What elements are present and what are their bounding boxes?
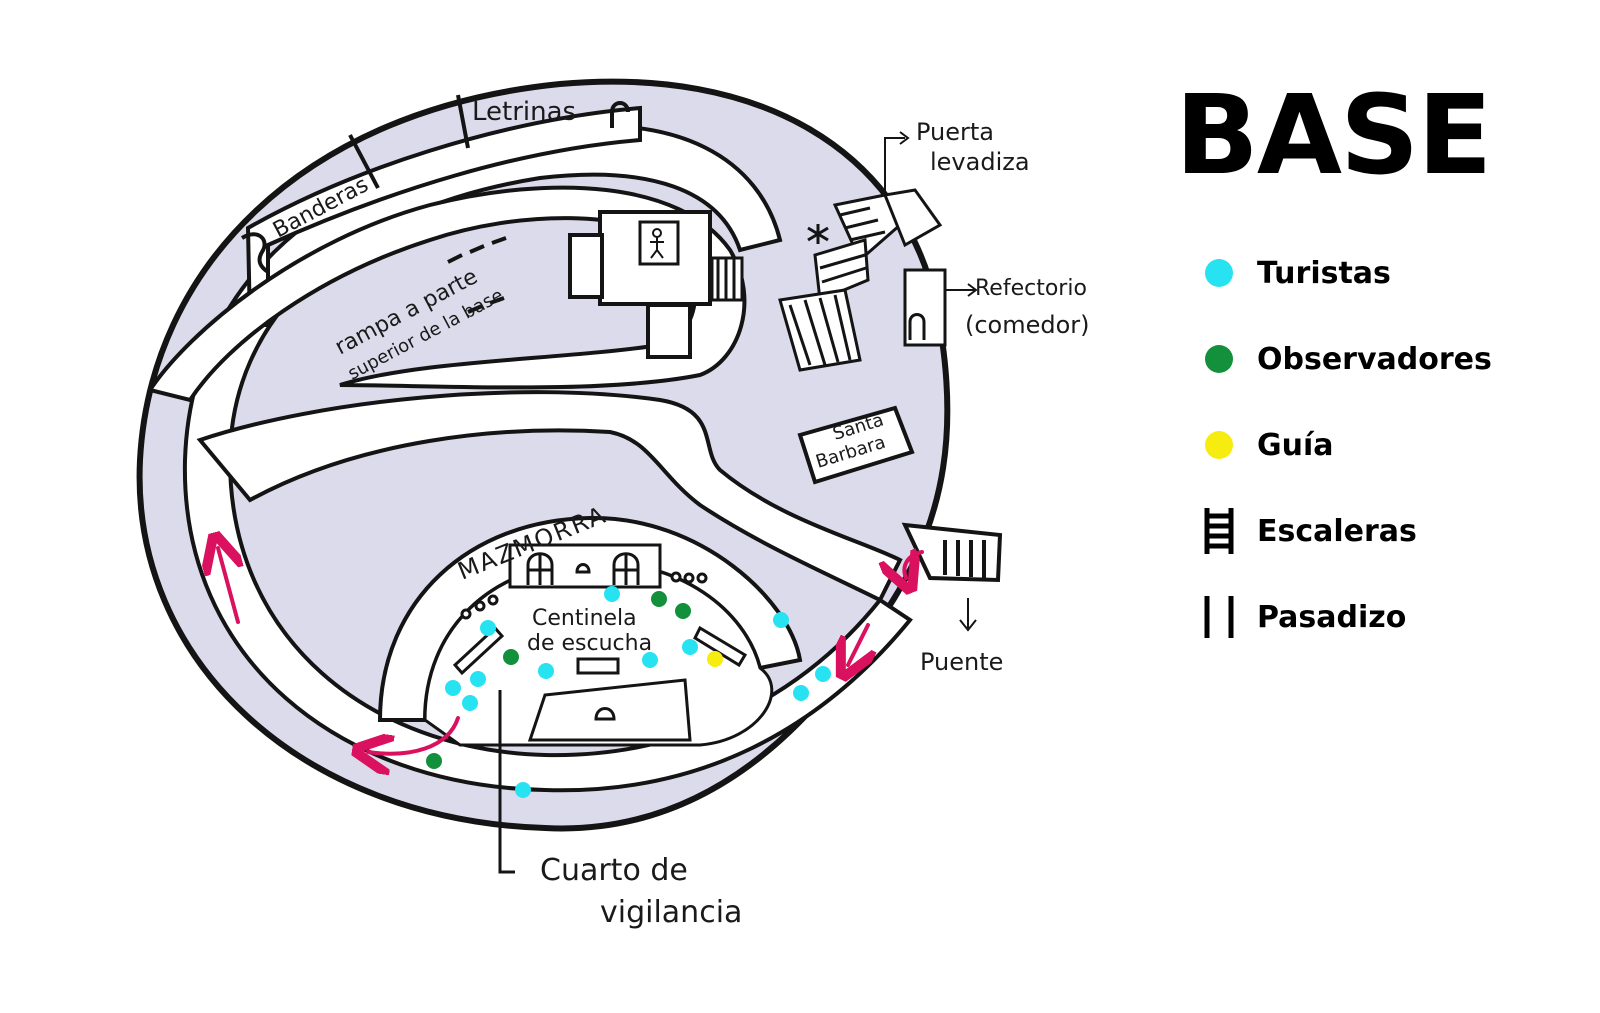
turista-dot (682, 639, 698, 655)
legend-label: Observadores (1257, 341, 1492, 377)
turistas-dots (445, 586, 831, 798)
passage-icon (1195, 593, 1243, 641)
banderas-building (240, 134, 380, 274)
turista-dot (445, 680, 461, 696)
route-arrows (218, 548, 924, 754)
legend: BASE Turistas Observadores Guía Escalera… (1175, 80, 1575, 660)
turista-dot (470, 671, 486, 687)
turista-dot (604, 586, 620, 602)
route-arrow-gate (904, 552, 924, 578)
bridge-stairs-icon (901, 522, 1003, 583)
legend-item-guia: Guía (1195, 402, 1575, 488)
legend-label: Turistas (1257, 255, 1391, 291)
legend-label: Pasadizo (1257, 599, 1407, 635)
turista-dot (480, 620, 496, 636)
label-comedor: (comedor) (965, 311, 1090, 339)
legend-item-observadores: Observadores (1195, 316, 1575, 402)
legend-label: Guía (1257, 427, 1334, 463)
label-escucha: de escucha (527, 631, 652, 656)
turista-dot (642, 652, 658, 668)
santa-barbara-building (797, 405, 915, 485)
observador-dot (651, 591, 667, 607)
guia-dot (707, 651, 723, 667)
turista-dot (515, 782, 531, 798)
mazmorra-cells (460, 543, 708, 620)
ladder-icon (1195, 507, 1243, 555)
asterisk-icon (807, 224, 829, 244)
legend-title: BASE (1175, 71, 1492, 199)
guia-dots (707, 651, 723, 667)
label-cuarto: Cuarto de (540, 853, 688, 888)
legend-item-pasadizo: Pasadizo (1195, 574, 1575, 660)
observador-dot (426, 753, 442, 769)
north-corridor (245, 105, 642, 327)
observador-dot (503, 649, 519, 665)
letrinas-building (456, 94, 630, 149)
turista-dot (462, 695, 478, 711)
person-icon (650, 228, 664, 259)
route-arrow-exit (368, 716, 460, 754)
observador-dot (675, 603, 691, 619)
label-puerta: Puerta (916, 118, 994, 146)
turista-dot (773, 612, 789, 628)
vigilancia-leader (498, 690, 515, 874)
label-puente: Puente (920, 648, 1003, 676)
label-arrows (884, 131, 978, 297)
benches (452, 625, 748, 742)
route-arrow-west (218, 548, 238, 624)
label-letrinas: Letrinas (472, 97, 576, 127)
observadores-dots (426, 591, 691, 769)
label-levadiza: levadiza (930, 148, 1030, 176)
route-arrow-east (848, 623, 868, 665)
cyan-dot-icon (1195, 249, 1243, 297)
label-centinela: Centinela (532, 606, 637, 631)
legend-label: Escaleras (1257, 513, 1417, 549)
gatehouse (778, 188, 947, 372)
turista-dot (815, 666, 831, 682)
yellow-dot-icon (1195, 421, 1243, 469)
legend-item-escaleras: Escaleras (1195, 488, 1575, 574)
label-refectorio: Refectorio (975, 276, 1087, 301)
turista-dot (538, 663, 554, 679)
arrow-down-icon (959, 598, 977, 632)
turista-dot (793, 685, 809, 701)
legend-item-turistas: Turistas (1195, 230, 1575, 316)
stairs-icon (710, 256, 744, 302)
central-road (146, 185, 747, 403)
rampa-dashes (447, 236, 507, 314)
green-dot-icon (1195, 335, 1243, 383)
label-vigilancia: vigilancia (600, 895, 742, 930)
